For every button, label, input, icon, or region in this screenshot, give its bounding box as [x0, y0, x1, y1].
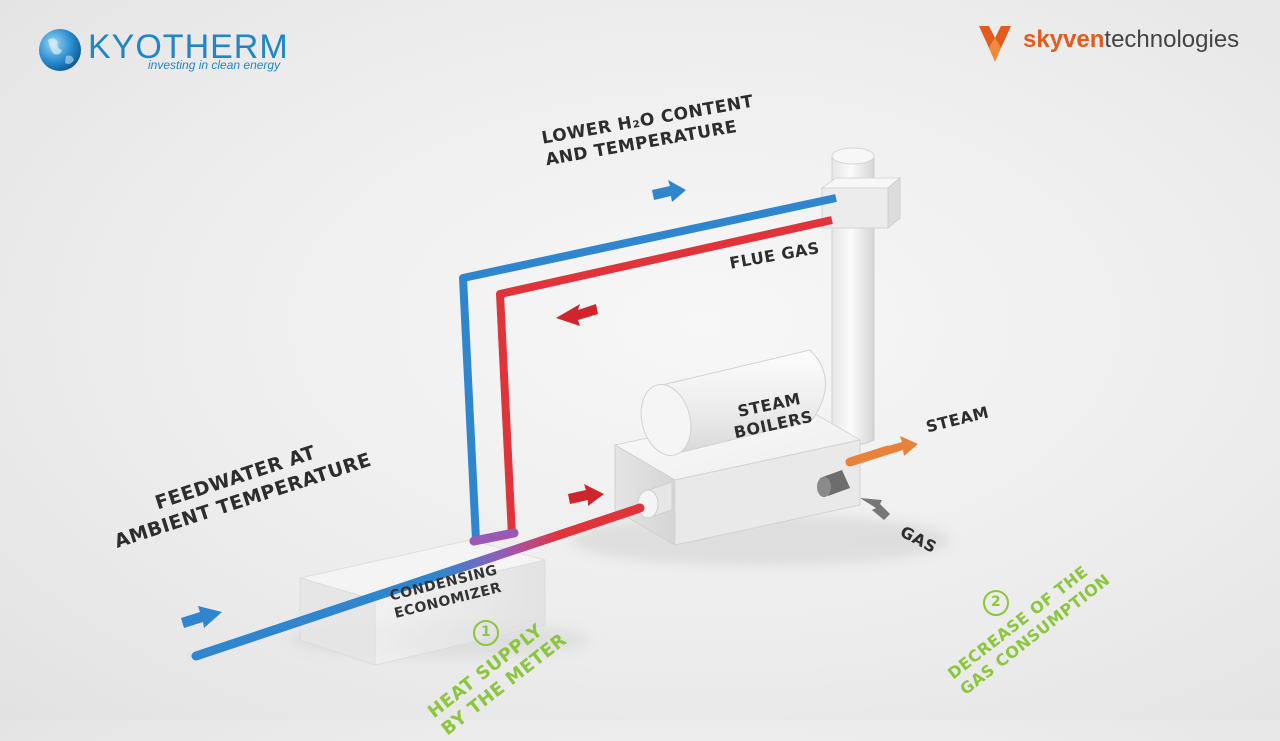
kyotherm-tagline: investing in clean energy — [148, 58, 281, 72]
benefit-2-number: 2 — [991, 594, 1002, 610]
red-flue-gas-pipe — [496, 216, 833, 537]
benefit-1-number: 1 — [481, 624, 492, 640]
system-diagram — [181, 147, 1009, 666]
feedwater-pipe — [191, 503, 645, 661]
chimney — [820, 147, 902, 446]
arrow-blue-top-icon — [652, 180, 686, 202]
skyven-name-bold: skyven — [1023, 26, 1105, 53]
steam-pipe — [845, 445, 893, 467]
arrow-red-left-icon — [556, 304, 598, 326]
benefit-1-circle — [473, 620, 499, 646]
kyotherm-logo: KYOTHERM investing in clean energy — [36, 26, 306, 76]
steam-drum — [640, 349, 826, 456]
skyven-name: skyventechnologies — [1023, 26, 1239, 54]
mixing-junction — [469, 528, 519, 546]
arrow-red-right-icon — [568, 484, 604, 506]
skyven-mark-icon — [979, 26, 1011, 62]
kyotherm-name: KYOTHERM — [88, 28, 289, 66]
globe-icon — [39, 29, 81, 71]
blue-flue-return-pipe — [459, 194, 837, 541]
arrow-gas-icon — [860, 498, 890, 520]
arrow-steam-icon — [888, 436, 918, 456]
skyven-logo: skyventechnologies — [975, 20, 1255, 68]
skyven-name-rest: technologies — [1104, 26, 1240, 53]
arrow-blue-feed-icon — [181, 606, 222, 628]
gas-inlet — [817, 470, 850, 497]
benefit-2-circle — [983, 590, 1009, 616]
